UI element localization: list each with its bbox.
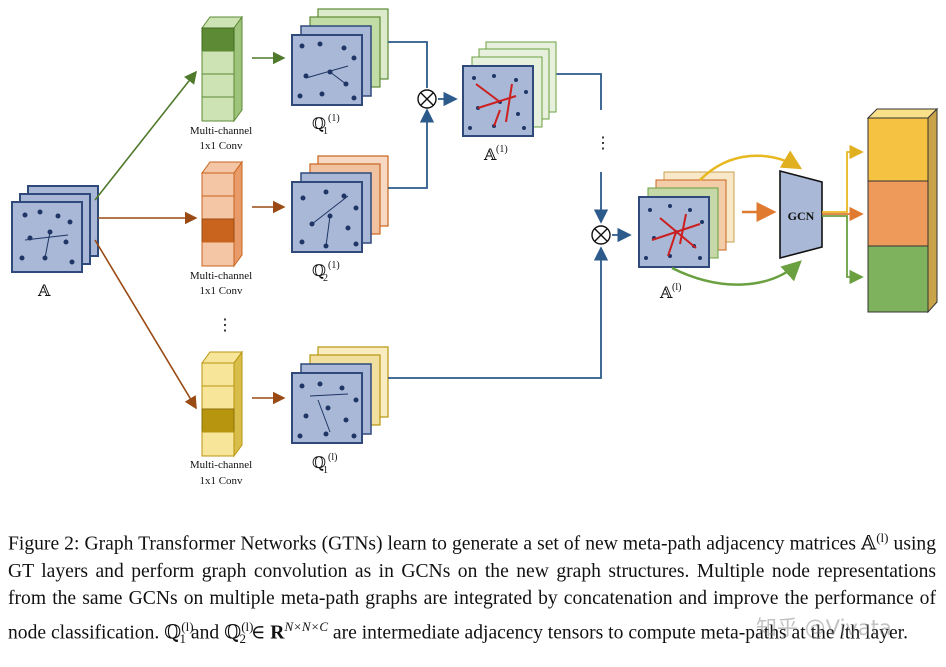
conv-block-orange: Multi-channel 1x1 Conv [190,160,252,297]
output-yellow-block [867,117,929,182]
product-connectors [388,41,632,379]
q1-subscript: 1 [323,126,328,137]
watermark: 知乎 @Vivata [756,616,892,640]
q2-subscript: 2 [323,273,328,284]
caption-text-5: are intermediate adjacency tensors to co… [328,622,840,644]
caption-text-3: and [186,622,225,644]
output-green-block [867,245,929,313]
conv-1-label-line2: 1x1 Conv [199,140,243,152]
q2-tensor: ℚ 2 (1) [291,155,389,284]
a1-superscript: (1) [496,144,508,155]
ql-label: ℚ [312,455,326,472]
caption-math-q2-sub: 2 [239,631,246,647]
caption-math-q1-sub: 1 [179,631,187,647]
output-orange-block [867,180,929,247]
conv-block-green: Multi-channel 1x1 Conv [190,15,252,152]
matrix-product-2 [591,225,611,245]
arrow-yellow-path [699,150,803,181]
conv-2-label-line2: 1x1 Conv [199,285,243,297]
matrix-product-1 [417,89,437,109]
q2-superscript: (1) [328,260,340,271]
caption-math-r-sup: N×N×C [284,618,329,634]
caption-math-r: R [270,622,285,644]
q1-tensor: ℚ 1 (1) [291,8,389,137]
conv-3-label-line2: 1x1 Conv [199,475,243,487]
ql-subscript: 1 [323,465,328,476]
gtn-architecture-diagram: 𝔸 Multi-channel 1x1 Conv Mul [11,8,939,487]
input-label: 𝔸 [37,283,51,300]
al-metapath-tensor: 𝔸 (l) [638,171,735,302]
caption-text-6: th layer. [844,622,908,644]
input-adjacency-tensor: 𝔸 [11,185,99,300]
caption-math-q2-sup: (l) [241,618,254,634]
conv-block-yellow: Multi-channel 1x1 Conv [190,350,252,487]
caption-text-2: using GT layers and perform graph convol… [8,533,936,644]
q1-superscript: (1) [328,113,340,124]
caption-math-q1: ℚ [164,622,182,644]
a1-metapath-tensor: 𝔸 (1) [462,41,557,164]
conv-3-label-line1: Multi-channel [190,459,252,471]
caption-text-1: Figure 2: Graph Transformer Networks (GT… [8,533,862,555]
vertical-ellipsis-layers: ⋮ [595,135,611,152]
ql-tensor: ℚ 1 (l) [291,346,389,476]
q2-label: ℚ [312,263,326,280]
al-superscript: (l) [672,282,681,293]
input-to-conv-arrows [94,70,198,410]
caption-math-l: l [839,622,845,644]
gcn-output-arrows [822,144,864,285]
figure-caption: Figure 2: Graph Transformer Networks (GT… [8,524,936,653]
caption-text-4: ∈ [245,622,271,644]
caption-math-a-sup: (l) [876,530,889,545]
conv-2-label-line1: Multi-channel [190,270,252,282]
a1-label: 𝔸 [483,147,497,164]
al-label: 𝔸 [659,285,673,302]
gcn-label: GCN [788,209,815,223]
arrow-green-path [671,260,802,286]
vertical-ellipsis-conv: ⋮ [217,317,233,334]
gcn-block: GCN [779,169,823,260]
caption-math-q2: ℚ [224,622,242,644]
q1-label: ℚ [312,116,326,133]
conv-1-label-line1: Multi-channel [190,125,252,137]
output-embeddings [866,107,939,314]
ql-superscript: (l) [328,452,337,463]
caption-math-q1-sup: (l) [181,618,194,634]
caption-math-a: 𝔸 [861,533,877,555]
